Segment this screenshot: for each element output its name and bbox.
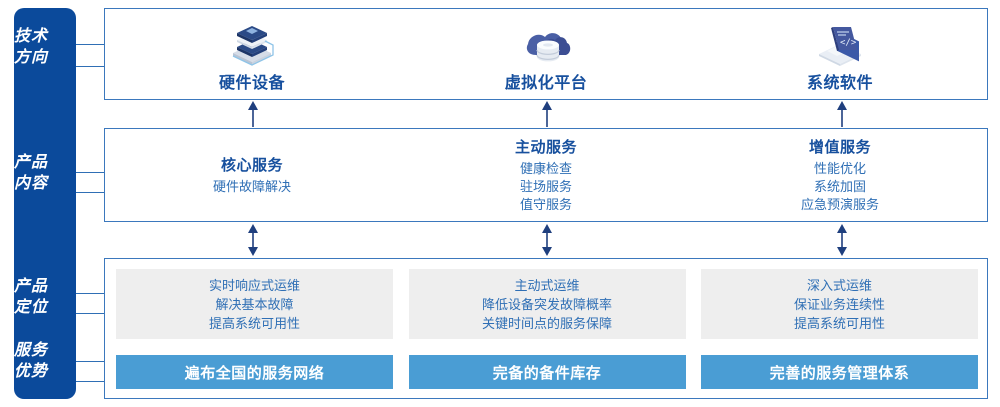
product-content-item: 健康检查 (519, 161, 572, 176)
product-content-item: 驻场服务 (519, 179, 572, 194)
product-content-item: 性能优化 (813, 161, 866, 176)
product-content-title: 主动服务 (514, 139, 577, 156)
connector-line (76, 361, 104, 362)
sidebar-item-label-line1: 产品 (13, 154, 48, 171)
positioning-line: 保证业务连续性 (793, 296, 885, 312)
sidebar-item-product-content[interactable]: 产品 内容 (0, 152, 62, 194)
product-content-item: 硬件故障解决 (212, 179, 291, 194)
sidebar-item-label-line2: 定位 (13, 299, 48, 316)
sidebar (14, 8, 76, 399)
sidebar-item-label-line2: 内容 (13, 175, 48, 192)
product-content-column-core[interactable]: 核心服务 硬件故障解决 (105, 129, 399, 221)
product-content-title: 增值服务 (808, 139, 871, 156)
connector-line (76, 192, 104, 193)
product-positioning-advantage-panel: 实时响应式运维 解决基本故障 提高系统可用性 遍布全国的服务网络 主动式运维 降… (104, 258, 988, 399)
connector-line (76, 381, 104, 382)
bottom-column-2: 主动式运维 降低设备突发故障概率 关键时间点的服务保障 完备的备件库存 (408, 269, 686, 389)
product-content-column-valueadded[interactable]: 增值服务 性能优化 系统加固 应急预演服务 (693, 129, 987, 221)
product-positioning-box[interactable]: 深入式运维 保证业务连续性 提高系统可用性 (701, 269, 978, 339)
tech-direction-column-hardware[interactable]: 硬件设备 (105, 9, 399, 99)
positioning-line: 关键时间点的服务保障 (481, 315, 612, 331)
positioning-line: 深入式运维 (806, 277, 872, 293)
product-content-column-proactive[interactable]: 主动服务 健康检查 驻场服务 值守服务 (399, 129, 693, 221)
product-content-panel: 核心服务 硬件故障解决 主动服务 健康检查 驻场服务 值守服务 增值服务 性能优… (104, 128, 988, 222)
positioning-line: 解决基本故障 (215, 296, 294, 312)
tech-direction-column-virtualization[interactable]: 虚拟化平台 (399, 9, 693, 99)
sidebar-item-label-line1: 服务 (13, 342, 48, 359)
arrow-bidirectional-icon-proactive (542, 224, 552, 256)
service-advantage-bar[interactable]: 完备的备件库存 (408, 355, 686, 389)
product-positioning-box[interactable]: 主动式运维 降低设备突发故障概率 关键时间点的服务保障 (408, 269, 686, 339)
arrow-bidirectional-icon-core (248, 224, 258, 256)
sidebar-item-label-line2: 优势 (13, 363, 48, 380)
connector-line (76, 313, 104, 314)
positioning-line: 提高系统可用性 (793, 315, 885, 331)
arrow-bidirectional-icon-valueadded (837, 224, 847, 256)
sidebar-item-label-line1: 产品 (13, 278, 48, 295)
product-content-item: 值守服务 (519, 197, 572, 212)
positioning-line: 实时响应式运维 (208, 277, 300, 293)
product-positioning-box[interactable]: 实时响应式运维 解决基本故障 提高系统可用性 (116, 269, 393, 339)
product-content-item: 应急预演服务 (800, 197, 879, 212)
sidebar-item-label-line1: 技术 (13, 28, 48, 45)
positioning-line: 提高系统可用性 (208, 315, 300, 331)
bottom-column-1: 实时响应式运维 解决基本故障 提高系统可用性 遍布全国的服务网络 (116, 269, 393, 389)
tech-direction-label: 硬件设备 (218, 75, 285, 92)
sidebar-item-tech-direction[interactable]: 技术 方向 (0, 26, 62, 68)
product-content-title: 核心服务 (220, 157, 283, 174)
server-stack-icon (224, 19, 280, 67)
tech-direction-label: 虚拟化平台 (504, 75, 588, 92)
connector-line (76, 293, 104, 294)
arrow-up-icon-system-software (837, 101, 847, 127)
connector-line (76, 66, 104, 67)
service-advantage-bar[interactable]: 完善的服务管理体系 (701, 355, 978, 389)
arrow-up-icon-hardware (248, 101, 258, 127)
sidebar-item-product-positioning[interactable]: 产品 定位 (0, 276, 62, 318)
positioning-line: 主动式运维 (514, 277, 580, 293)
cloud-database-icon (518, 19, 574, 67)
laptop-code-icon: </> (812, 19, 868, 67)
connector-line (76, 44, 104, 45)
service-advantage-bar[interactable]: 遍布全国的服务网络 (116, 355, 393, 389)
sidebar-item-service-advantage[interactable]: 服务 优势 (0, 340, 62, 382)
product-content-item: 系统加固 (813, 179, 866, 194)
tech-direction-label: 系统软件 (806, 75, 873, 92)
connector-line (76, 172, 104, 173)
tech-direction-panel: 硬件设备 虚拟化平台 (104, 8, 988, 100)
positioning-line: 降低设备突发故障概率 (481, 296, 612, 312)
sidebar-item-label-line2: 方向 (13, 49, 48, 66)
arrow-up-icon-virtualization (542, 101, 552, 127)
svg-text:</>: </> (840, 38, 857, 48)
bottom-column-3: 深入式运维 保证业务连续性 提高系统可用性 完善的服务管理体系 (701, 269, 978, 389)
tech-direction-column-system-software[interactable]: </> 系统软件 (693, 9, 987, 99)
